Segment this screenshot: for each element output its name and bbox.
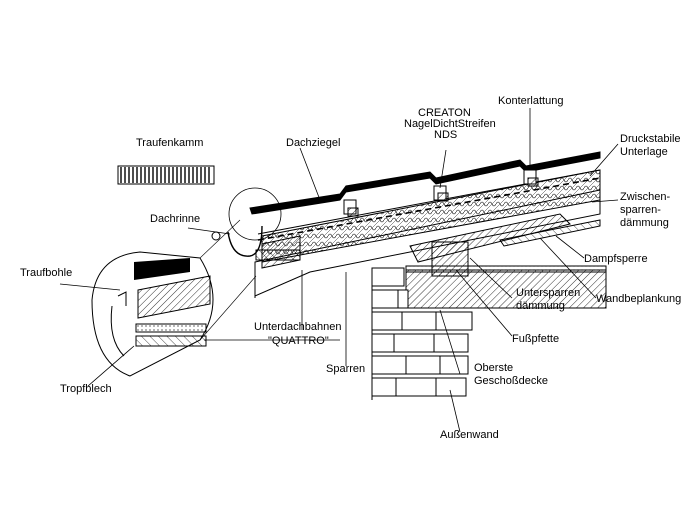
label-druckstabile-1: Druckstabile bbox=[620, 133, 681, 145]
wall-and-ceiling bbox=[371, 241, 607, 400]
label-oberste-1: Oberste bbox=[474, 362, 513, 374]
label-creaton-2: NagelDichtStreifen bbox=[404, 118, 496, 130]
labels: Traufenkamm Dachziegel CREATON NagelDich… bbox=[20, 95, 681, 441]
label-tropfblech: Tropfblech bbox=[60, 383, 112, 395]
label-fusspfette: Fußpfette bbox=[512, 333, 559, 345]
label-dampfsperre: Dampfsperre bbox=[584, 253, 648, 265]
label-oberste-2: Geschoßdecke bbox=[474, 375, 548, 387]
label-zwischen-2: sparren- bbox=[620, 204, 661, 216]
label-traufenkamm: Traufenkamm bbox=[136, 137, 203, 149]
detail-zoom bbox=[91, 219, 257, 377]
label-traufbohle: Traufbohle bbox=[20, 267, 72, 279]
dachrinne-gutter bbox=[211, 187, 282, 257]
label-dachrinne: Dachrinne bbox=[150, 213, 200, 225]
label-unterdach-2: "QUATTRO" bbox=[268, 335, 329, 347]
label-sparren: Sparren bbox=[326, 363, 365, 375]
label-creaton-1: CREATON bbox=[418, 107, 471, 119]
label-druckstabile-2: Unterlage bbox=[620, 146, 668, 158]
label-zwischen-3: dämmung bbox=[620, 217, 669, 229]
label-unterdach-1: Unterdachbahnen bbox=[254, 321, 341, 333]
label-untersparren-2: dämmung bbox=[516, 300, 565, 312]
label-wandbeplankung: Wandbeplankung bbox=[596, 293, 681, 305]
label-creaton-3: NDS bbox=[434, 129, 457, 141]
dachziegel-tiles bbox=[249, 151, 601, 215]
label-dachziegel: Dachziegel bbox=[286, 137, 340, 149]
label-aussenwand: Außenwand bbox=[440, 429, 499, 441]
traufenkamm-brush bbox=[117, 165, 215, 185]
label-zwischen-1: Zwischen- bbox=[620, 191, 670, 203]
wandbeplankung-band bbox=[499, 219, 601, 247]
label-konterlattung: Konterlattung bbox=[498, 95, 563, 107]
leader-lines bbox=[59, 108, 619, 433]
label-untersparren-1: Untersparren bbox=[516, 287, 580, 299]
